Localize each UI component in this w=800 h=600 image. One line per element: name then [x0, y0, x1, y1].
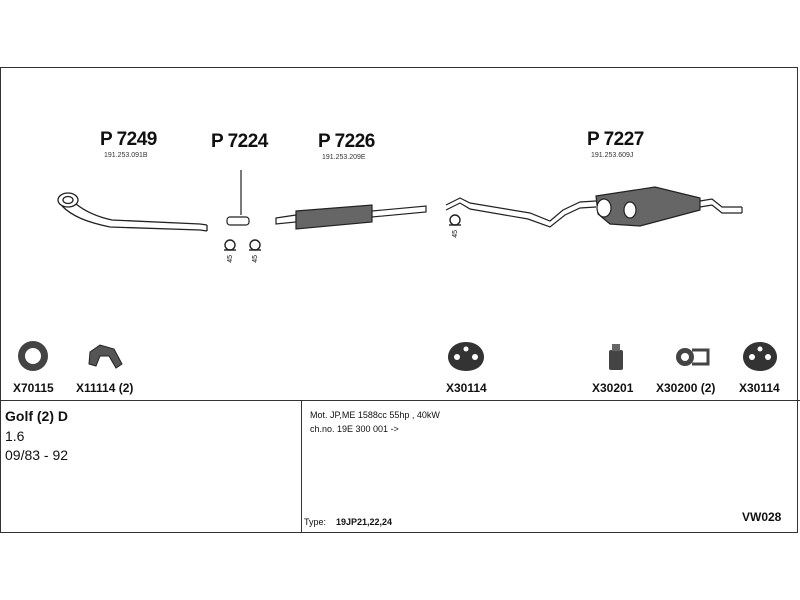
accessory-label-x30114-2: X30114 — [739, 381, 780, 395]
part-label-p7226: P 7226 — [318, 131, 375, 152]
accessory-label-x30114: X30114 — [446, 381, 487, 395]
ring-gasket-icon — [18, 341, 48, 371]
table-divider-horizontal — [0, 400, 800, 401]
rear-silencer-drawing — [445, 186, 743, 228]
accessory-label-x30201: X30201 — [592, 381, 634, 395]
vehicle-engine-size: 1.6 — [5, 428, 25, 444]
clamp-icons — [224, 214, 461, 251]
part-ref-p7226: 191.253.209E — [322, 154, 366, 161]
part-label-p7227: P 7227 — [587, 129, 644, 150]
part-ref-p7249: 191.253.091B — [104, 152, 148, 159]
part-ref-p7227: 191.253.609J — [591, 152, 634, 159]
chassis-number: ch.no. 19E 300 001 -> — [310, 424, 399, 434]
vehicle-years: 09/83 - 92 — [5, 447, 69, 463]
type-value: 19JP21,22,24 — [336, 517, 393, 527]
connector-sleeve-drawing — [226, 170, 250, 226]
rubber-mount-icon-2 — [743, 342, 777, 371]
clamp-bracket-icon — [676, 348, 710, 366]
rubber-mount-icon — [448, 342, 484, 371]
accessory-label-x11114: X11114 (2) — [76, 381, 134, 395]
bracket-icon — [88, 344, 123, 369]
rubber-block-icon — [609, 344, 623, 370]
type-label: Type: — [304, 517, 327, 527]
front-pipe-drawing — [57, 192, 208, 232]
part-label-p7224: P 7224 — [211, 131, 268, 152]
part-label-p7249: P 7249 — [100, 129, 157, 150]
middle-silencer-drawing — [275, 204, 427, 230]
accessory-label-x30200: X30200 (2) — [656, 381, 716, 395]
accessory-label-x70115: X70115 — [13, 381, 54, 395]
table-divider-vertical — [301, 400, 302, 533]
catalog-code: VW028 — [742, 510, 782, 524]
motor-spec: Mot. JP,ME 1588cc 55hp , 40kW — [310, 410, 440, 420]
vehicle-model: Golf (2) D — [5, 408, 68, 424]
diagram-frame — [0, 67, 798, 533]
